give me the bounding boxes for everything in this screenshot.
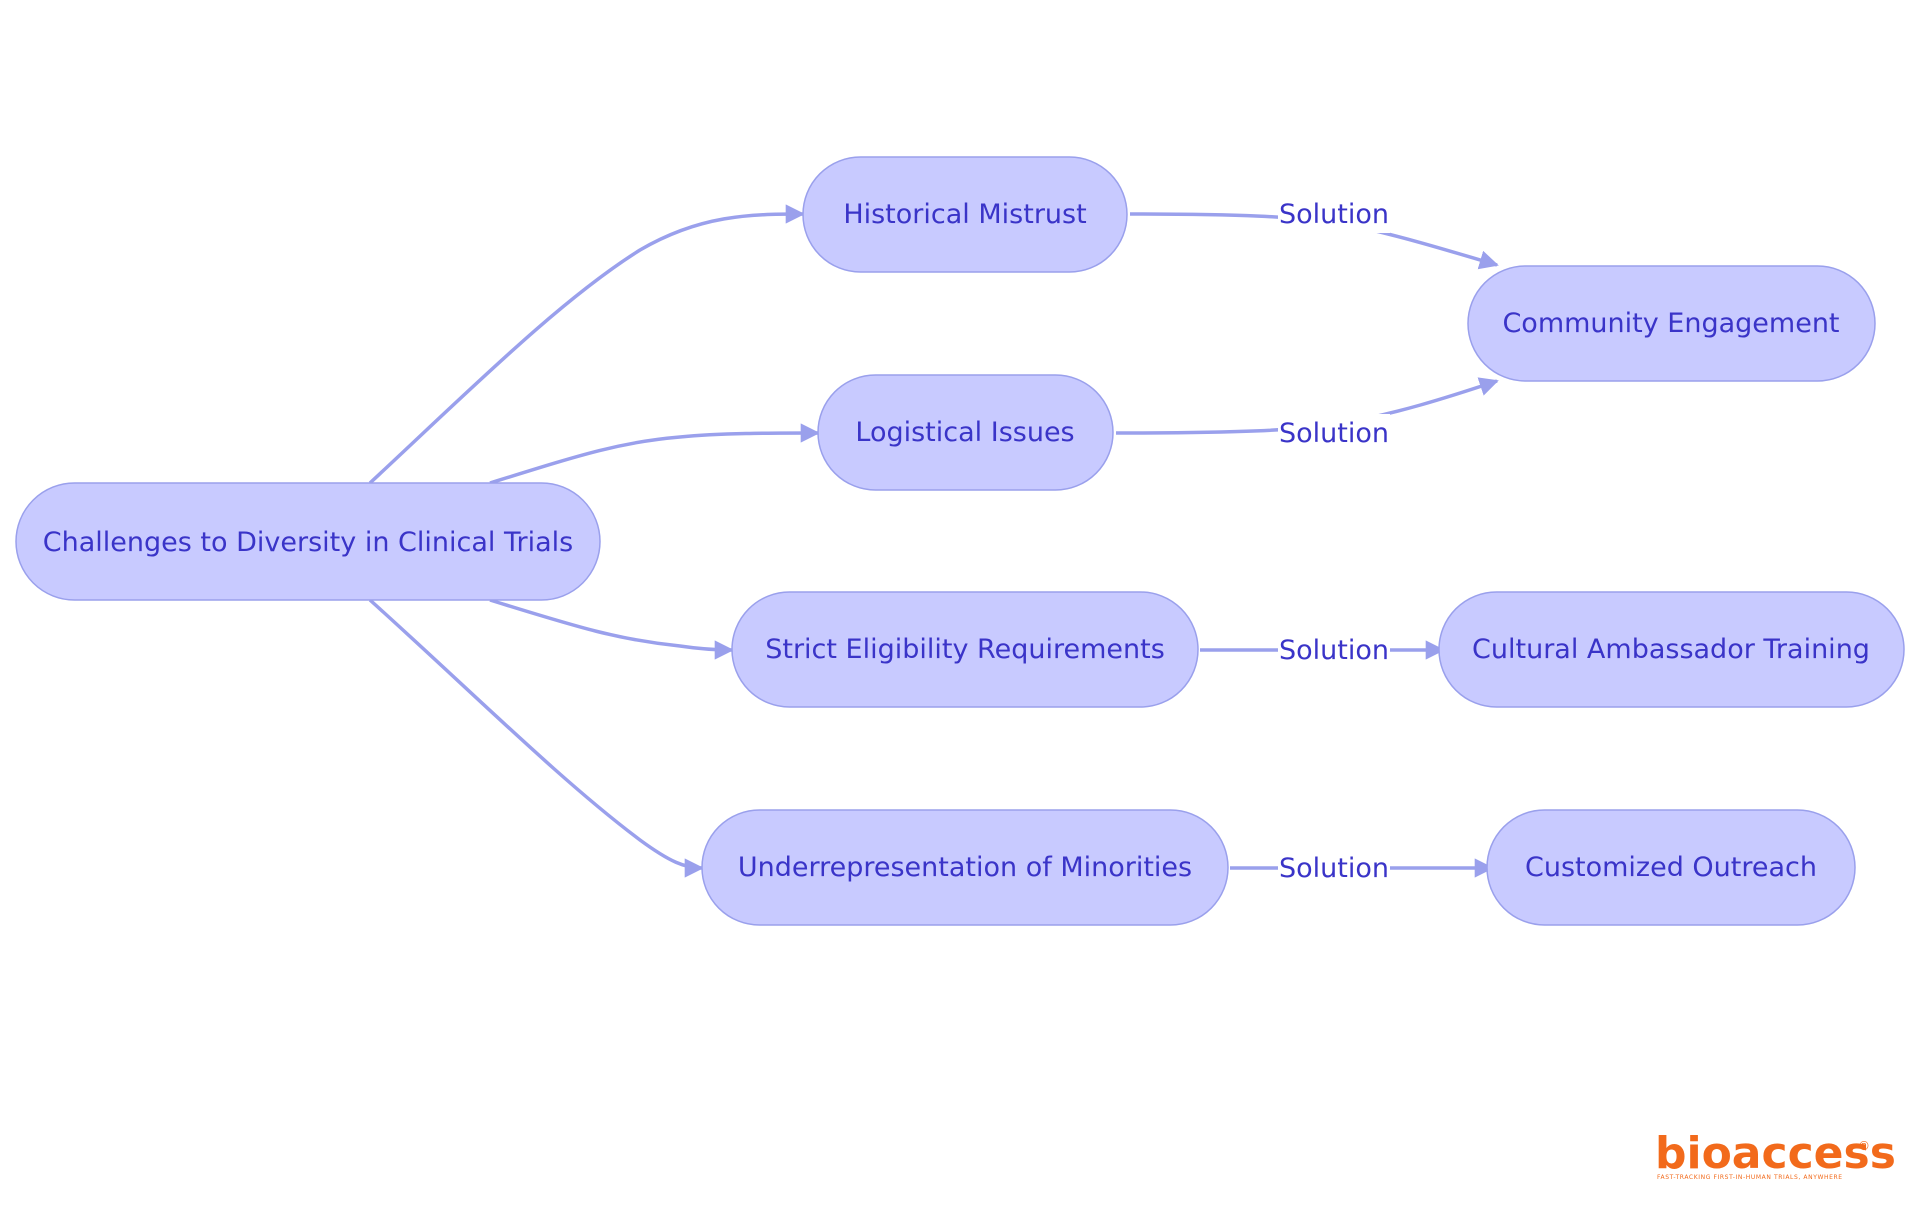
node-underrep-label: Underrepresentation of Minorities [738, 852, 1192, 883]
edge-labels-layer: Solution Solution Solution Solution [1278, 195, 1390, 887]
node-root-shape [15, 482, 601, 601]
node-community-engagement[interactable]: Community Engagement [1467, 265, 1876, 382]
node-logistical-shape [817, 374, 1114, 491]
node-root-label: Challenges to Diversity in Clinical Tria… [43, 527, 573, 558]
edge-root-to-mistrust [368, 204, 805, 485]
edge-root-to-logistical [489, 423, 820, 485]
node-eligibility-label: Strict Eligibility Requirements [765, 634, 1165, 665]
edge-label-solution-1: Solution [1279, 199, 1389, 230]
edge-root-to-underrep [368, 598, 704, 878]
logo-wordmark: bioaccess [1655, 1128, 1896, 1179]
node-logistical-label: Logistical Issues [855, 417, 1074, 448]
node-underrep-shape [701, 809, 1229, 926]
node-cultural-ambassador[interactable]: Cultural Ambassador Training [1438, 591, 1905, 708]
node-mistrust-shape [802, 156, 1128, 273]
node-historical-mistrust[interactable]: Historical Mistrust [802, 156, 1128, 273]
edge-label-solution-2: Solution [1279, 418, 1389, 449]
node-community-label: Community Engagement [1502, 308, 1839, 339]
node-customized-outreach[interactable]: Customized Outreach [1486, 809, 1856, 926]
edge-label-bg-1 [1278, 195, 1390, 233]
node-community-shape [1467, 265, 1876, 382]
node-ambassador-label: Cultural Ambassador Training [1472, 634, 1870, 665]
node-underrepresentation[interactable]: Underrepresentation of Minorities [701, 809, 1229, 926]
bioaccess-logo: bioaccess ® FAST-TRACKING FIRST-IN-HUMAN… [1655, 1128, 1896, 1181]
node-outreach-label: Customized Outreach [1525, 852, 1817, 883]
edge-root-to-eligibility [489, 598, 734, 660]
edge-label-bg-3 [1278, 631, 1390, 669]
logo-tagline: FAST-TRACKING FIRST-IN-HUMAN TRIALS, ANY… [1657, 1174, 1843, 1181]
node-ambassador-shape [1438, 591, 1905, 708]
logo-registered-mark: ® [1858, 1139, 1870, 1153]
node-challenges-root[interactable]: Challenges to Diversity in Clinical Tria… [15, 482, 601, 601]
node-outreach-shape [1486, 809, 1856, 926]
node-strict-eligibility[interactable]: Strict Eligibility Requirements [731, 591, 1199, 708]
edge-label-solution-3: Solution [1279, 635, 1389, 666]
edge-label-bg-2 [1278, 414, 1390, 452]
nodes-layer: Challenges to Diversity in Clinical Tria… [15, 156, 1905, 926]
edge-label-solution-4: Solution [1279, 853, 1389, 884]
node-mistrust-label: Historical Mistrust [843, 199, 1086, 230]
node-logistical-issues[interactable]: Logistical Issues [817, 374, 1114, 491]
edge-label-bg-4 [1278, 849, 1390, 887]
node-eligibility-shape [731, 591, 1199, 708]
